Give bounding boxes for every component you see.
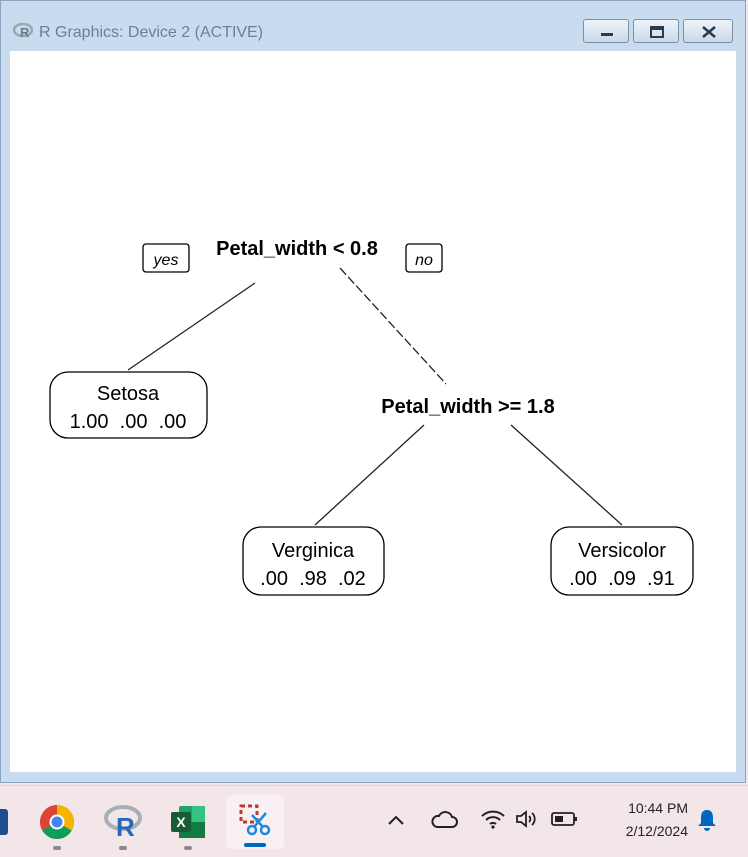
maximize-button[interactable] — [633, 19, 679, 43]
snipping-tool-active-indicator — [244, 843, 266, 847]
branch-yes-label: yes — [153, 252, 179, 269]
onedrive-cloud-icon[interactable] — [430, 810, 458, 830]
partial-app-icon[interactable] — [0, 809, 8, 835]
edge-root-yes — [127, 282, 256, 371]
r-logo-icon: R — [13, 23, 33, 39]
clock-time[interactable]: 10:44 PM — [628, 800, 688, 816]
clock-date[interactable]: 2/12/2024 — [625, 823, 688, 839]
chevron-up-icon[interactable] — [386, 813, 406, 827]
r-running-indicator — [119, 846, 127, 850]
battery-icon[interactable] — [550, 810, 580, 828]
chrome-running-indicator — [53, 846, 61, 850]
leaf-versicolor-box — [550, 526, 694, 596]
edge-root-no — [339, 267, 447, 385]
svg-text:R: R — [20, 25, 30, 39]
close-button[interactable] — [683, 19, 733, 43]
leaf-verginica-label: Verginica — [272, 540, 355, 562]
root-split-label: Petal_width < 0.8 — [216, 238, 378, 260]
leaf-setosa-values: 1.00 .00 .00 — [70, 411, 187, 433]
svg-text:R: R — [116, 812, 135, 840]
snipping-tool-icon — [239, 804, 271, 836]
minimize-button[interactable] — [583, 19, 629, 43]
leaf-versicolor-values: .00 .09 .91 — [569, 568, 675, 590]
title-bar[interactable]: R R Graphics: Device 2 (ACTIVE) — [1, 1, 745, 47]
leaf-versicolor-label: Versicolor — [578, 540, 666, 562]
snipping-tool-button[interactable] — [226, 795, 284, 849]
window-title: R Graphics: Device 2 (ACTIVE) — [39, 24, 264, 41]
r-graphics-window: R R Graphics: Device 2 (ACTIVE) Petal_wi… — [0, 0, 746, 783]
wifi-icon[interactable] — [480, 808, 506, 830]
no-tag-box — [405, 243, 443, 273]
taskbar: R X 10: — [0, 785, 748, 857]
leaf-setosa-label: Setosa — [97, 383, 160, 405]
r-icon[interactable]: R — [104, 804, 142, 840]
leaf-verginica-values: .00 .98 .02 — [260, 568, 366, 590]
edge-split2-yes — [314, 424, 425, 526]
chrome-icon[interactable] — [38, 803, 76, 841]
edge-split2-no — [510, 424, 623, 526]
leaf-verginica-box — [242, 526, 385, 596]
yes-tag-box — [142, 243, 190, 273]
excel-icon[interactable]: X — [169, 804, 207, 840]
decision-tree-diagram: Petal_width < 0.8 yes no Petal_width >= … — [49, 238, 694, 596]
volume-icon[interactable] — [514, 808, 540, 830]
excel-running-indicator — [184, 846, 192, 850]
leaf-setosa-box — [49, 371, 208, 439]
restore-icon — [650, 26, 664, 38]
branch-no-label: no — [415, 252, 433, 269]
notification-bell-icon[interactable] — [696, 808, 718, 832]
second-split-label: Petal_width >= 1.8 — [381, 396, 554, 418]
svg-text:X: X — [176, 814, 186, 830]
minimize-icon — [601, 33, 613, 36]
close-icon — [702, 26, 716, 38]
plot-area: Petal_width < 0.8 yes no Petal_width >= … — [10, 51, 736, 772]
